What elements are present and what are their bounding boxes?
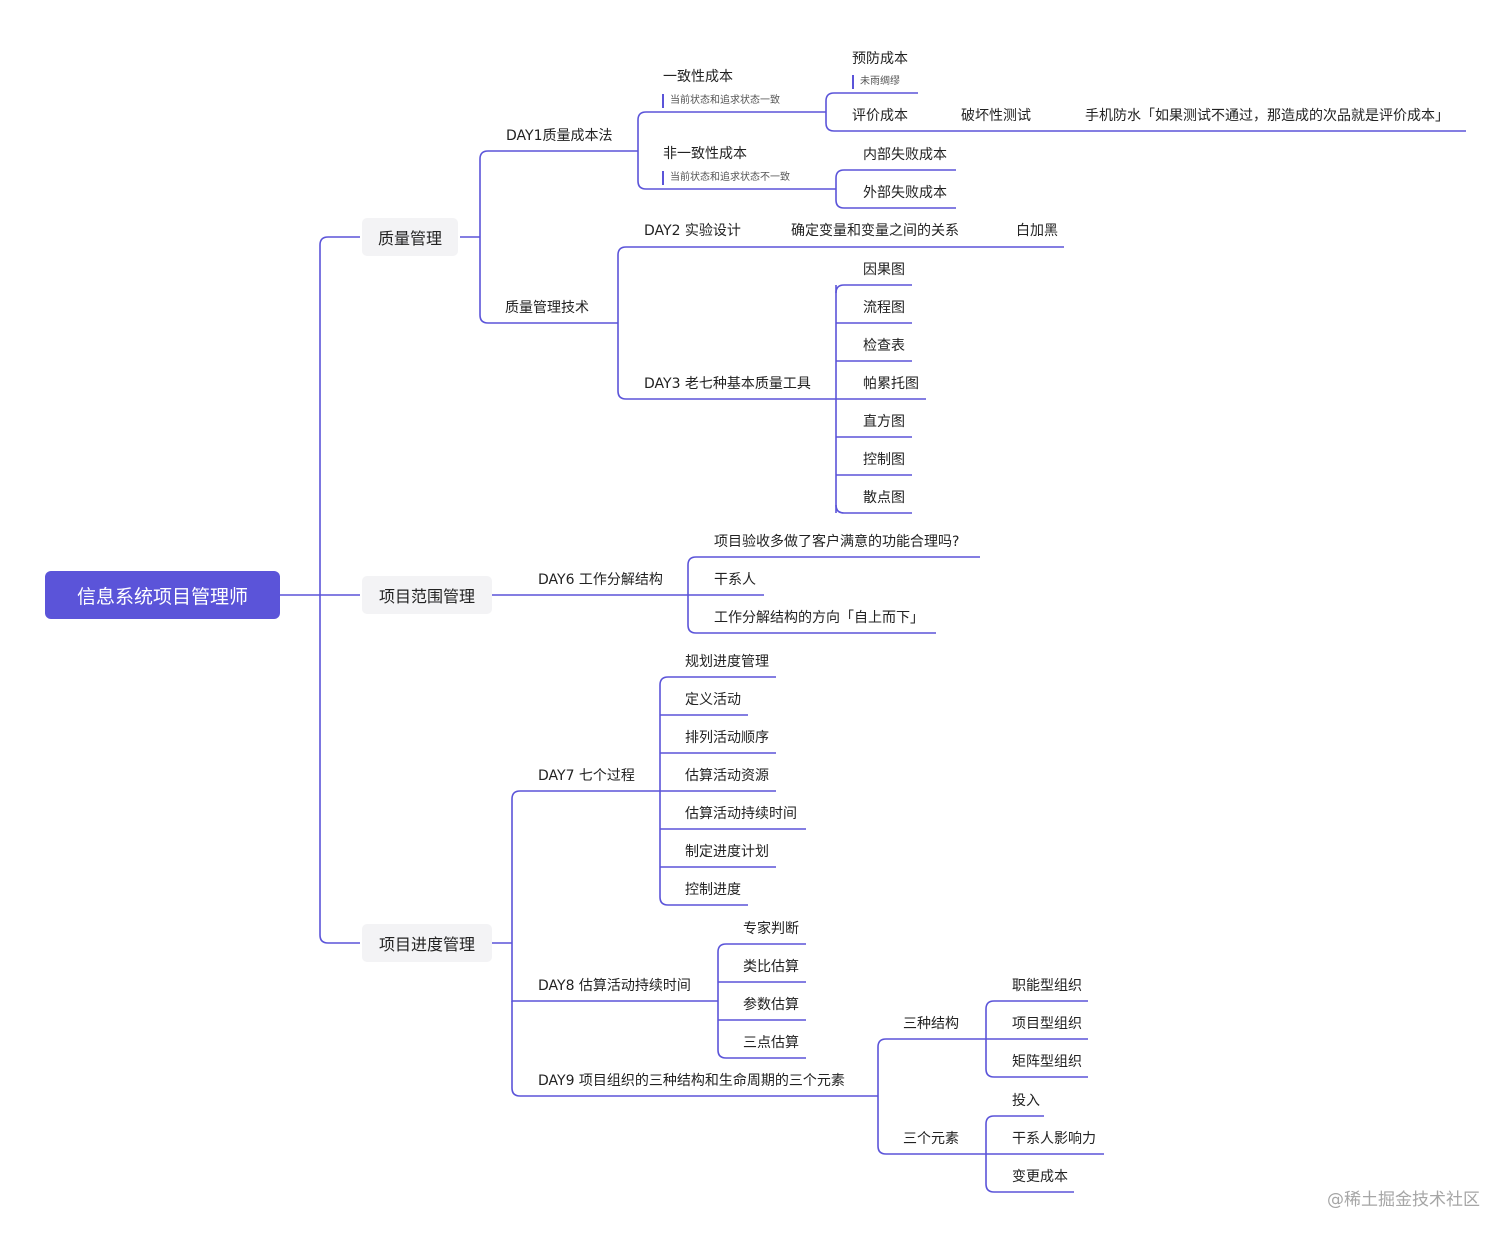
watermark: @稀土掘金技术社区 (1327, 1190, 1480, 1210)
node-three-structures[interactable]: 三种结构 (903, 1016, 959, 1032)
connector-tech-day2 (617, 246, 1064, 323)
node-appraisal-cost[interactable]: 评价成本 (852, 108, 908, 124)
node-acceptance-question[interactable]: 项目验收多做了客户满意的功能合理吗? (714, 534, 960, 550)
root-node[interactable]: 信息系统项目管理师 (45, 571, 280, 619)
connector-schedule-day9 (511, 1001, 878, 1097)
connector-root-schedule (319, 595, 360, 944)
node-functional-org[interactable]: 职能型组织 (1012, 978, 1082, 994)
connector-structures-items (985, 1000, 1088, 1078)
node-quality-techniques[interactable]: 质量管理技术 (505, 300, 589, 316)
note-nonconformance: 当前状态和追求状态不一致 (662, 171, 790, 185)
connector-nonconf-internal (835, 169, 956, 189)
branch-scope-management[interactable]: 项目范围管理 (362, 576, 492, 614)
node-tool-histogram[interactable]: 直方图 (863, 414, 905, 430)
node-variable-relation[interactable]: 确定变量和变量之间的关系 (791, 223, 959, 239)
node-tool-flowchart[interactable]: 流程图 (863, 300, 905, 316)
node-day7-seven-processes[interactable]: DAY7 七个过程 (538, 768, 635, 784)
node-control-schedule[interactable]: 控制进度 (685, 882, 741, 898)
node-stakeholder-influence[interactable]: 干系人影响力 (1012, 1131, 1096, 1147)
node-internal-failure-cost[interactable]: 内部失败成本 (863, 147, 947, 163)
branch-schedule-management[interactable]: 项目进度管理 (362, 924, 492, 962)
connector-day6-items (687, 556, 980, 634)
connector-root-quality (319, 236, 360, 595)
node-day3-seven-tools[interactable]: DAY3 老七种基本质量工具 (644, 376, 811, 392)
node-wbs-direction[interactable]: 工作分解结构的方向「自上而下」 (714, 610, 924, 626)
note-conformance: 当前状态和追求状态一致 (662, 94, 780, 108)
node-day2-experiment-design[interactable]: DAY2 实验设计 (644, 223, 741, 239)
node-destructive-test[interactable]: 破坏性测试 (961, 108, 1031, 124)
node-tool-checksheet[interactable]: 检查表 (863, 338, 905, 354)
node-baijiahei[interactable]: 白加黑 (1016, 223, 1058, 239)
connector-tool-6 (835, 504, 912, 514)
node-input[interactable]: 投入 (1012, 1093, 1040, 1109)
node-define-activities[interactable]: 定义活动 (685, 692, 741, 708)
node-conformance-cost[interactable]: 一致性成本 (663, 69, 733, 85)
node-day1-quality-cost[interactable]: DAY1质量成本法 (506, 128, 613, 144)
node-nonconformance-cost[interactable]: 非一致性成本 (663, 146, 747, 162)
node-waterproof-example[interactable]: 手机防水「如果测试不通过，那造成的次品就是评价成本」 (1085, 108, 1449, 124)
node-three-point-estimating[interactable]: 三点估算 (743, 1035, 799, 1051)
connector-tech-day3 (617, 323, 836, 400)
connector-day1-conformance (637, 111, 826, 151)
connector-elements-items (985, 1115, 1104, 1193)
connector-conf-appraisal (825, 112, 1466, 132)
node-day8-estimate-durations[interactable]: DAY8 估算活动持续时间 (538, 978, 691, 994)
connector-tool-0 (835, 284, 912, 294)
node-tool-pareto[interactable]: 帕累托图 (863, 376, 919, 392)
connector-nonconf-external (835, 189, 956, 209)
connector-day8-items (717, 943, 806, 1059)
node-tool-cause-effect[interactable]: 因果图 (863, 262, 905, 278)
connector-day9-structures (877, 1038, 986, 1096)
node-projectized-org[interactable]: 项目型组织 (1012, 1016, 1082, 1032)
node-day9-org-structures[interactable]: DAY9 项目组织的三种结构和生命周期的三个元素 (538, 1073, 845, 1089)
node-tool-scatter[interactable]: 散点图 (863, 490, 905, 506)
branch-quality-management[interactable]: 质量管理 (362, 218, 458, 256)
node-three-elements[interactable]: 三个元素 (903, 1131, 959, 1147)
connector-quality-day1 (479, 150, 638, 237)
node-matrix-org[interactable]: 矩阵型组织 (1012, 1054, 1082, 1070)
node-estimate-resources[interactable]: 估算活动资源 (685, 768, 769, 784)
node-tool-control-chart[interactable]: 控制图 (863, 452, 905, 468)
node-sequence-activities[interactable]: 排列活动顺序 (685, 730, 769, 746)
connector-schedule-day7 (511, 790, 660, 943)
note-prevention: 未雨绸缪 (852, 75, 900, 89)
node-change-cost[interactable]: 变更成本 (1012, 1169, 1068, 1185)
node-parametric-estimating[interactable]: 参数估算 (743, 997, 799, 1013)
node-prevention-cost[interactable]: 预防成本 (852, 51, 908, 67)
connector-day1-nonconformance (637, 151, 836, 190)
connector-day7-items (659, 676, 776, 906)
connector-day9-elements (877, 1096, 986, 1155)
node-stakeholders[interactable]: 干系人 (714, 572, 756, 588)
node-day6-wbs[interactable]: DAY6 工作分解结构 (538, 572, 663, 588)
connector-conf-prevention (825, 92, 918, 112)
node-expert-judgment[interactable]: 专家判断 (743, 921, 799, 937)
node-develop-schedule[interactable]: 制定进度计划 (685, 844, 769, 860)
node-estimate-durations[interactable]: 估算活动持续时间 (685, 806, 797, 822)
node-analogous-estimating[interactable]: 类比估算 (743, 959, 799, 975)
node-external-failure-cost[interactable]: 外部失败成本 (863, 185, 947, 201)
connector-quality-tech (479, 237, 618, 324)
node-plan-schedule[interactable]: 规划进度管理 (685, 654, 769, 670)
